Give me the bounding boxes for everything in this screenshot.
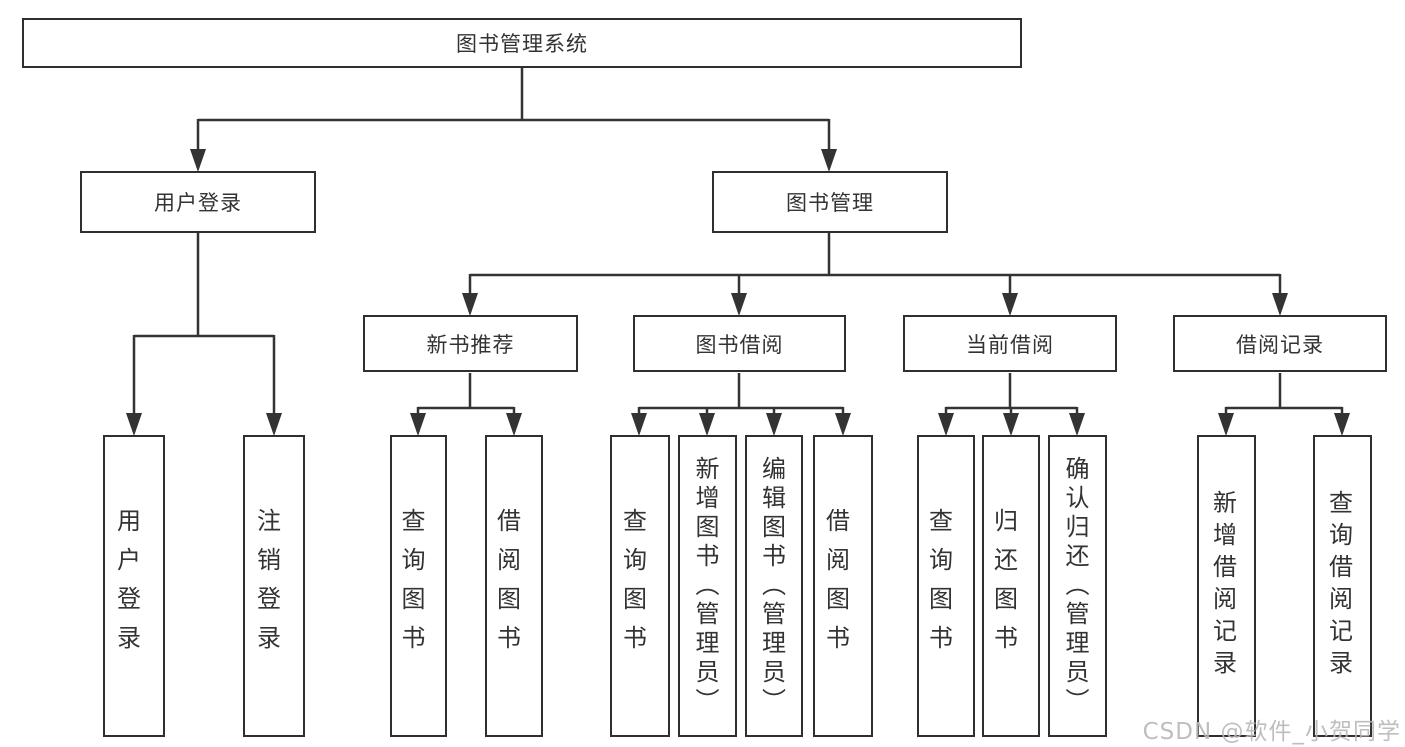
arrowhead xyxy=(1334,413,1350,436)
arrowhead xyxy=(731,293,747,316)
node-label: 图书管理 xyxy=(786,191,874,215)
arrowhead xyxy=(126,413,142,436)
arrowhead xyxy=(835,413,851,436)
node-user-login: 用户登录 xyxy=(80,171,316,233)
arrowhead xyxy=(1069,413,1085,436)
leaf-borrow-books-recommend: 借阅图书 xyxy=(485,435,543,737)
leaf-add-borrow-record: 新增借阅记录 xyxy=(1197,435,1256,737)
leaf-label: 借阅图书 xyxy=(821,508,850,664)
node-book-management: 图书管理 xyxy=(712,171,948,233)
node-new-book-recommend: 新书推荐 xyxy=(363,315,578,372)
arrowhead xyxy=(631,413,647,436)
leaf-label: 查询图书 xyxy=(924,508,953,664)
connector-book-management-to-level3 xyxy=(462,233,1288,316)
connector-new-book-recommend-to-leaves xyxy=(410,373,522,436)
leaf-label: 查询图书 xyxy=(397,508,425,664)
leaf-add-books-admin: 新增图书（管理员） xyxy=(678,435,737,737)
arrowhead xyxy=(1002,293,1018,316)
leaf-return-books: 归还图书 xyxy=(982,435,1040,737)
leaf-label: 查询图书 xyxy=(618,508,647,664)
node-current-borrow: 当前借阅 xyxy=(903,315,1117,372)
node-borrow-records: 借阅记录 xyxy=(1173,315,1387,372)
node-label: 用户登录 xyxy=(154,191,242,215)
leaf-label: 新增图书（管理员） xyxy=(691,455,719,717)
arrowhead xyxy=(506,413,522,436)
leaf-label: 注销登录 xyxy=(252,508,281,664)
arrowhead xyxy=(821,149,837,172)
leaf-label: 借阅图书 xyxy=(492,508,521,664)
node-label: 图书管理系统 xyxy=(456,32,588,56)
connector-root-to-level2 xyxy=(190,68,837,172)
connector-borrow-records-to-leaves xyxy=(1218,373,1350,436)
leaf-confirm-return-admin: 确认归还（管理员） xyxy=(1048,435,1107,737)
arrowhead xyxy=(462,293,478,316)
arrowhead xyxy=(1272,293,1288,316)
node-label: 图书借阅 xyxy=(695,332,784,357)
arrowhead xyxy=(266,413,282,436)
leaf-label: 新增借阅记录 xyxy=(1208,490,1237,682)
node-label: 新书推荐 xyxy=(426,332,515,357)
arrowhead xyxy=(410,413,426,436)
node-label: 借阅记录 xyxy=(1236,332,1324,357)
leaf-edit-books-admin: 编辑图书（管理员） xyxy=(745,435,803,737)
leaf-query-books-recommend: 查询图书 xyxy=(390,435,447,737)
node-book-borrow: 图书借阅 xyxy=(633,315,846,372)
connector-current-borrow-to-leaves xyxy=(938,373,1085,436)
leaf-label: 归还图书 xyxy=(989,508,1018,664)
connector-book-borrow-to-leaves xyxy=(631,373,851,436)
leaf-label: 编辑图书（管理员） xyxy=(757,455,786,717)
leaf-label: 查询借阅记录 xyxy=(1324,490,1353,682)
leaf-label: 确认归还（管理员） xyxy=(1061,455,1089,717)
arrowhead xyxy=(766,413,782,436)
leaf-query-books-current: 查询图书 xyxy=(917,435,975,737)
arrowhead xyxy=(1003,413,1019,436)
leaf-query-borrow-record: 查询借阅记录 xyxy=(1313,435,1372,737)
csdn-watermark: CSDN @软件_小贺同学 xyxy=(1142,719,1401,745)
leaf-logout: 注销登录 xyxy=(243,435,305,737)
leaf-query-books-borrow: 查询图书 xyxy=(610,435,670,737)
arrowhead xyxy=(1218,413,1234,436)
leaf-borrow-books: 借阅图书 xyxy=(813,435,873,737)
arrowhead xyxy=(938,413,954,436)
arrowhead xyxy=(190,149,206,172)
connector-user-login-to-leaves xyxy=(126,233,282,436)
node-label: 当前借阅 xyxy=(966,332,1054,357)
leaf-label: 用户登录 xyxy=(112,508,141,664)
leaf-user-login: 用户登录 xyxy=(103,435,165,737)
node-library-management-system: 图书管理系统 xyxy=(22,18,1022,68)
arrowhead xyxy=(699,413,715,436)
